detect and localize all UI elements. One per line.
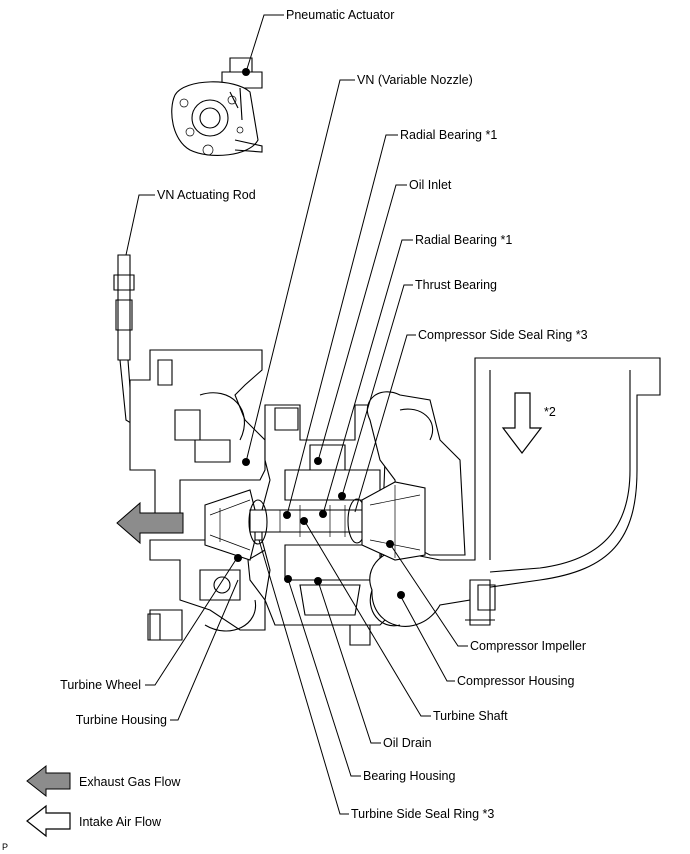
legend-intake-arrow-icon	[26, 804, 71, 838]
compressor-impeller-label: Compressor Impeller	[470, 639, 586, 653]
vn-variable-nozzle-label: VN (Variable Nozzle)	[357, 73, 473, 87]
legend-exhaust-gas-flow-label: Exhaust Gas Flow	[79, 775, 181, 789]
turbine-shaft-label: Turbine Shaft	[433, 709, 508, 723]
bearing-housing-label: Bearing Housing	[363, 769, 455, 783]
turbine-wheel-drawing	[204, 489, 256, 561]
compressor-impeller-drawing	[361, 481, 426, 561]
exhaust-flow-arrow	[116, 501, 184, 545]
vn-actuating-rod-label: VN Actuating Rod	[157, 188, 256, 202]
note-2-label: *2	[544, 405, 556, 419]
radial-bearing-1-label: Radial Bearing *1	[400, 128, 497, 142]
legend: Exhaust Gas Flow Intake Air Flow	[26, 764, 181, 838]
thrust-bearing-label: Thrust Bearing	[415, 278, 497, 292]
bolts	[147, 584, 496, 646]
turbine-wheel-label: Turbine Wheel	[60, 678, 141, 692]
intake-flow-arrow	[501, 392, 543, 454]
turbine-side-seal-ring-label: Turbine Side Seal Ring *3	[351, 807, 494, 821]
legend-exhaust-arrow-icon	[26, 764, 71, 798]
leader-dots	[234, 68, 405, 599]
oil-drain-label: Oil Drain	[383, 736, 432, 750]
turbine-seal-ring-outline	[248, 499, 268, 545]
leader-lines	[125, 14, 468, 815]
corner-mark: P	[2, 842, 8, 852]
compressor-side-seal-ring-label: Compressor Side Seal Ring *3	[418, 328, 588, 342]
pneumatic-actuator-label: Pneumatic Actuator	[286, 8, 394, 22]
compressor-housing-drawing	[366, 357, 661, 627]
pneumatic-actuator-drawing	[171, 57, 263, 156]
compressor-housing-label: Compressor Housing	[457, 674, 574, 688]
turbine-housing-drawing	[129, 349, 266, 641]
turbine-housing-label: Turbine Housing	[76, 713, 167, 727]
oil-inlet-label: Oil Inlet	[409, 178, 452, 192]
radial-bearing-2-label: Radial Bearing *1	[415, 233, 512, 247]
legend-intake-air-flow-label: Intake Air Flow	[79, 815, 162, 829]
